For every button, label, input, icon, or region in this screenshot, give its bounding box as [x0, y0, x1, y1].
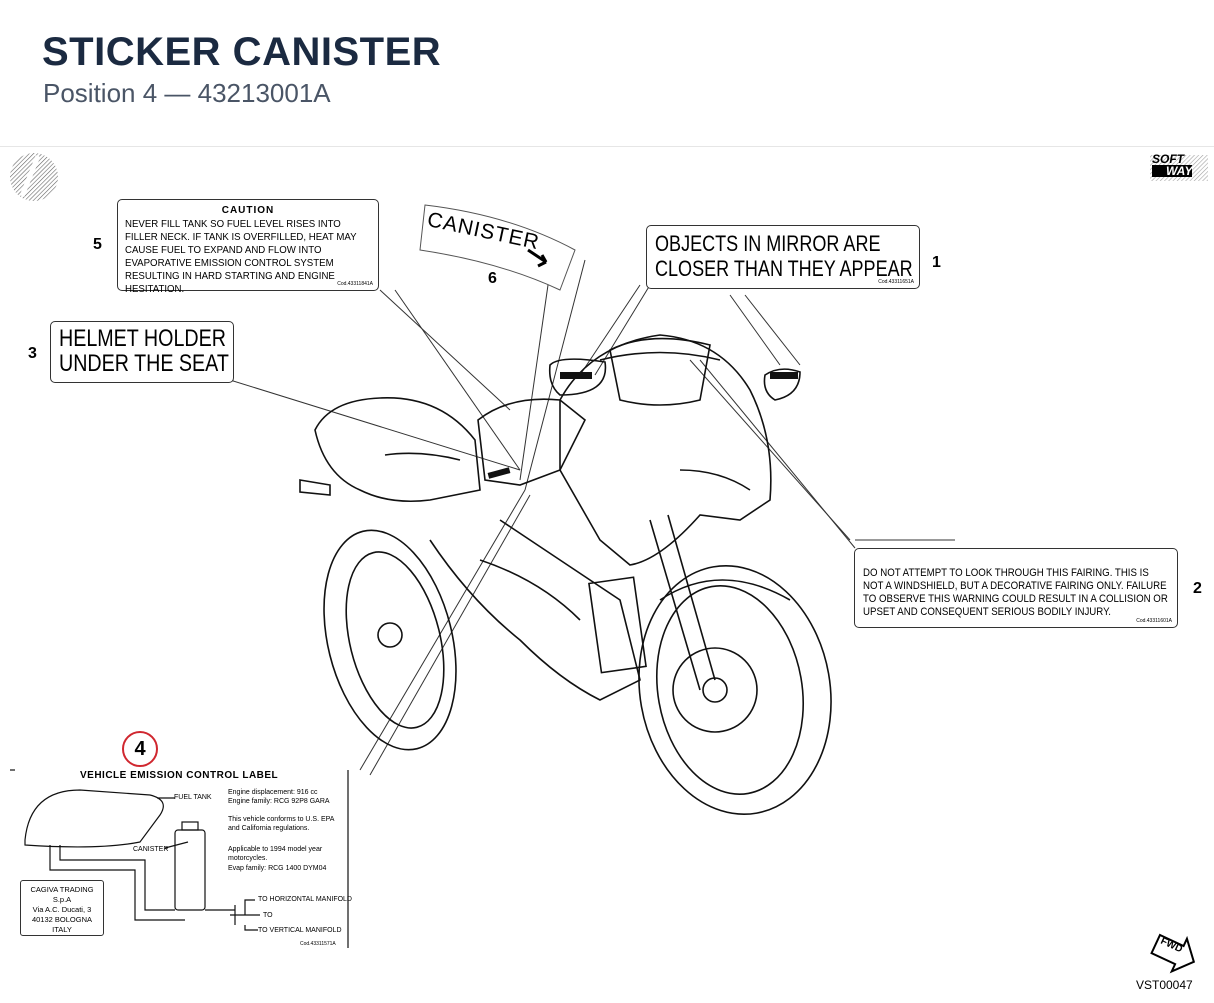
mirror-label: OBJECTS IN MIRROR ARE CLOSER THAN THEY A…	[646, 225, 920, 289]
emission-vertical-manifold: TO VERTICAL MANIFOLD	[258, 927, 342, 934]
brand-logo-icon	[10, 153, 58, 201]
fairing-label-code: Cod.43311601A	[1136, 618, 1172, 624]
softway-logo-line2: WAY	[1152, 165, 1193, 177]
mirror-label-line1: OBJECTS IN MIRROR ARE	[655, 231, 881, 256]
document-id: VST00047	[1136, 978, 1193, 992]
page-header: STICKER CANISTER Position 4 — 43213001A	[0, 0, 1214, 147]
emission-canister-label: CANISTER	[133, 846, 169, 853]
canister-label-outline	[419, 204, 576, 291]
page-subtitle: Position 4 — 43213001A	[43, 78, 331, 108]
helmet-label-line1: HELMET HOLDER	[59, 325, 226, 352]
callout-2: 2	[1193, 580, 1202, 597]
cagiva-address-box: CAGIVA TRADING S.p.A Via A.C. Ducati, 3 …	[20, 880, 104, 936]
caution-label-code: Cod.43311841A	[337, 281, 373, 287]
caution-label-text: NEVER FILL TANK SO FUEL LEVEL RISES INTO…	[125, 218, 357, 295]
softway-logo-text: SOFT WAY	[1152, 152, 1193, 177]
mirror-label-line2: CLOSER THAN THEY APPEAR	[655, 256, 913, 281]
fwd-arrow-icon	[1150, 933, 1196, 974]
helmet-label-line2: UNDER THE SEAT	[59, 350, 229, 377]
emission-label-title: VEHICLE EMISSION CONTROL LABEL	[80, 770, 279, 781]
emission-applicable-text: Applicable to 1994 model year motorcycle…	[228, 846, 323, 862]
fairing-label: DO NOT ATTEMPT TO LOOK THROUGH THIS FAIR…	[854, 548, 1178, 628]
leader-lines	[229, 259, 955, 776]
motorcycle-outline	[299, 334, 832, 816]
sticker-marks	[487, 372, 798, 479]
emission-label-code: Cod.43311571A	[300, 941, 336, 947]
callout-3: 3	[28, 345, 37, 362]
callout-5: 5	[93, 236, 102, 253]
callout-4-highlighted: 4	[122, 731, 158, 767]
mirror-label-code: Cod.43311651A	[878, 279, 914, 285]
emission-evap-family: Evap family: RCG 1400 DYM04	[228, 865, 327, 872]
cagiva-street: Via A.C. Ducati, 3	[32, 905, 92, 914]
fairing-label-text: DO NOT ATTEMPT TO LOOK THROUGH THIS FAIR…	[863, 567, 1168, 618]
emission-conforms-text: This vehicle conforms to U.S. EPA and Ca…	[228, 816, 335, 832]
emission-fuel-tank-label: FUEL TANK	[174, 794, 212, 801]
softway-logo-line1: SOFT	[1152, 152, 1184, 166]
emission-engine-displacement: Engine displacement: 916 cc	[228, 789, 318, 796]
helmet-label: HELMET HOLDER UNDER THE SEAT	[50, 321, 234, 383]
callout-1: 1	[932, 254, 941, 271]
callout-6: 6	[488, 270, 497, 287]
emission-intake-label: TO	[263, 912, 273, 919]
emission-diagram	[10, 769, 349, 948]
emission-engine-family: Engine family: RCG 92P8 GARA	[228, 798, 330, 805]
arrow-icon	[527, 248, 548, 268]
emission-horizontal-manifold: TO HORIZONTAL MANIFOLD	[258, 896, 352, 903]
caution-label-title: CAUTION	[221, 205, 275, 216]
page-title: STICKER CANISTER	[42, 30, 442, 74]
cagiva-country: ITALY	[52, 925, 72, 934]
caution-label: CAUTION NEVER FILL TANK SO FUEL LEVEL RI…	[117, 199, 379, 295]
cagiva-company: CAGIVA TRADING S.p.A	[30, 885, 94, 904]
cagiva-city: 40132 BOLOGNA	[31, 915, 93, 924]
